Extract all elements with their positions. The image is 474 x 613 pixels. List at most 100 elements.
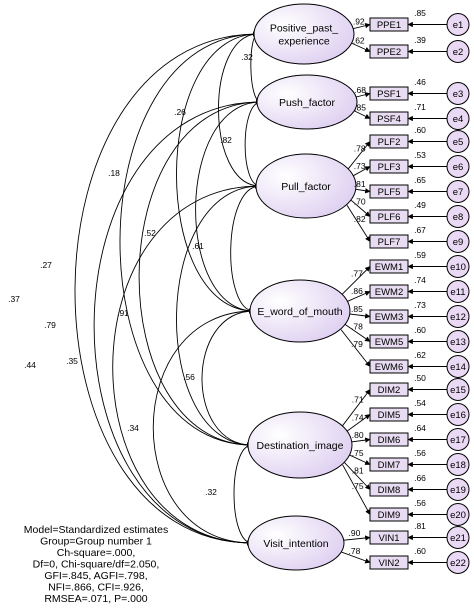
loading-label: .68 [354,85,366,95]
covariance-curve-positive-past-experience-pull-factor [218,31,261,189]
indicator-box [369,86,409,101]
indicator-label: PSF4 [377,114,401,125]
r-squared-label: .67 [414,225,426,235]
indicator-ewm3: EWM3 [369,309,409,324]
error-term-e21: e21 [446,526,470,549]
error-label: e5 [453,137,464,148]
error-term-e2: e2 [446,40,470,63]
indicator-ewm5: EWM5 [369,334,409,349]
fit-statistic-line: GFI=.845, AGFI=.798, [44,570,147,582]
loading-label: .78 [354,144,366,154]
indicator-ppe1: PPE1 [369,17,409,32]
latent-variables: Positive_past_experiencePush_factorPull_… [247,3,358,571]
covariance-curve-positive-past-experience-destination-image [119,31,259,448]
indicator-box [369,17,409,32]
error-terms: e1e2e3e4e5e6e7e8e9e10e11e12e13e14e15e16e… [446,13,470,574]
indicator-box [369,530,409,545]
error-term-e16: e16 [446,403,470,426]
fit-statistics: Model=Standardized estimatesGroup=Group … [24,524,168,605]
r-squared-label: .64 [414,423,426,433]
latent-label: E_word_of_mouth [257,306,342,318]
error-term-e13: e13 [446,330,470,353]
indicator-dim7: DIM7 [369,457,409,472]
error-term-e11: e11 [446,280,470,303]
error-label: e6 [453,162,464,173]
indicator-label: PLF3 [378,162,401,173]
indicator-box [369,209,409,224]
covariance-label: .32 [205,487,217,497]
error-label: e15 [450,385,466,396]
error-label: e12 [450,312,466,323]
indicator-psf1: PSF1 [369,86,409,101]
loading-arrow-dim8 [342,460,371,490]
error-circle [446,280,470,303]
error-circle [446,230,470,253]
indicator-box [369,334,409,349]
loading-label: .70 [354,197,366,207]
r-squared-label: .39 [414,35,426,45]
indicator-box [369,432,409,447]
covariance-label: .56 [183,372,195,382]
indicator-plf7: PLF7 [369,234,409,249]
loading-arrow-plf2 [346,141,371,171]
fit-statistic-line: RMSEA=.071, P=.000 [44,593,147,605]
indicator-box [369,234,409,249]
covariance-curve-e-word-of-mouth-visit-intention [152,308,255,546]
indicator-dim5: DIM5 [369,407,409,422]
indicator-label: PLF5 [378,187,401,198]
error-label: e7 [453,187,464,198]
error-label: e11 [450,287,465,298]
loading-label: .78 [348,546,360,556]
indicator-box [369,359,409,374]
indicator-label: PPE2 [377,47,401,58]
indicator-box [369,259,409,274]
loading-label: .62 [353,35,365,45]
indicator-label: EWM6 [375,362,404,373]
error-circle [446,378,470,401]
covariance-curve-destination-image-visit-intention [233,442,253,546]
error-circle [446,551,470,574]
r-squared-label: .56 [414,448,426,458]
error-term-e14: e14 [446,355,470,378]
error-circle [446,526,470,549]
covariance-label: .52 [144,228,156,238]
error-label: e20 [450,510,466,521]
error-label: e13 [450,337,466,348]
error-term-e20: e20 [446,503,470,526]
fit-statistic-line: Model=Standardized estimates [24,524,168,536]
covariance-label: .27 [40,260,52,270]
r-squared-label: .60 [414,325,426,335]
error-label: e2 [453,47,464,58]
covariance-curve-e-word-of-mouth-destination-image [201,308,255,448]
indicator-label: EWM5 [375,337,404,348]
indicator-box [369,159,409,174]
indicator-label: PLF7 [378,237,401,248]
r-squared-label: .62 [414,350,426,360]
covariance-label: .35 [66,356,78,366]
loading-arrow-dim9 [342,464,371,515]
latent-ellipse [255,153,357,219]
error-term-e8: e8 [446,205,470,228]
indicator-dim2: DIM2 [369,382,409,397]
error-label: e14 [450,362,466,373]
loading-label: .79 [351,339,363,349]
covariance-curve-positive-past-experience-visit-intention [74,31,259,546]
indicator-label: DIM9 [378,510,401,521]
indicator-ewm1: EWM1 [369,259,409,274]
loading-label: .75 [352,448,364,458]
covariance-curve-push-factor-visit-intention [93,99,262,546]
error-circle [446,428,470,451]
covariance-label: .82 [220,135,232,145]
fit-statistic-line: Df=0, Chi-square/df=2.050, [33,559,160,571]
indicator-box [369,407,409,422]
latent-e-word-of-mouth: E_word_of_mouth [249,279,351,343]
indicator-dim6: DIM6 [369,432,409,447]
r-squared-label: .74 [414,275,426,285]
loading-label: .85 [351,304,363,314]
r-squared-label: .46 [414,77,426,87]
latent-pull-factor: Pull_factor [255,153,357,219]
r-squared-label: .53 [414,150,426,160]
indicator-box [369,309,409,324]
loading-label: .90 [348,528,360,538]
r-squared-label: .71 [414,102,426,112]
